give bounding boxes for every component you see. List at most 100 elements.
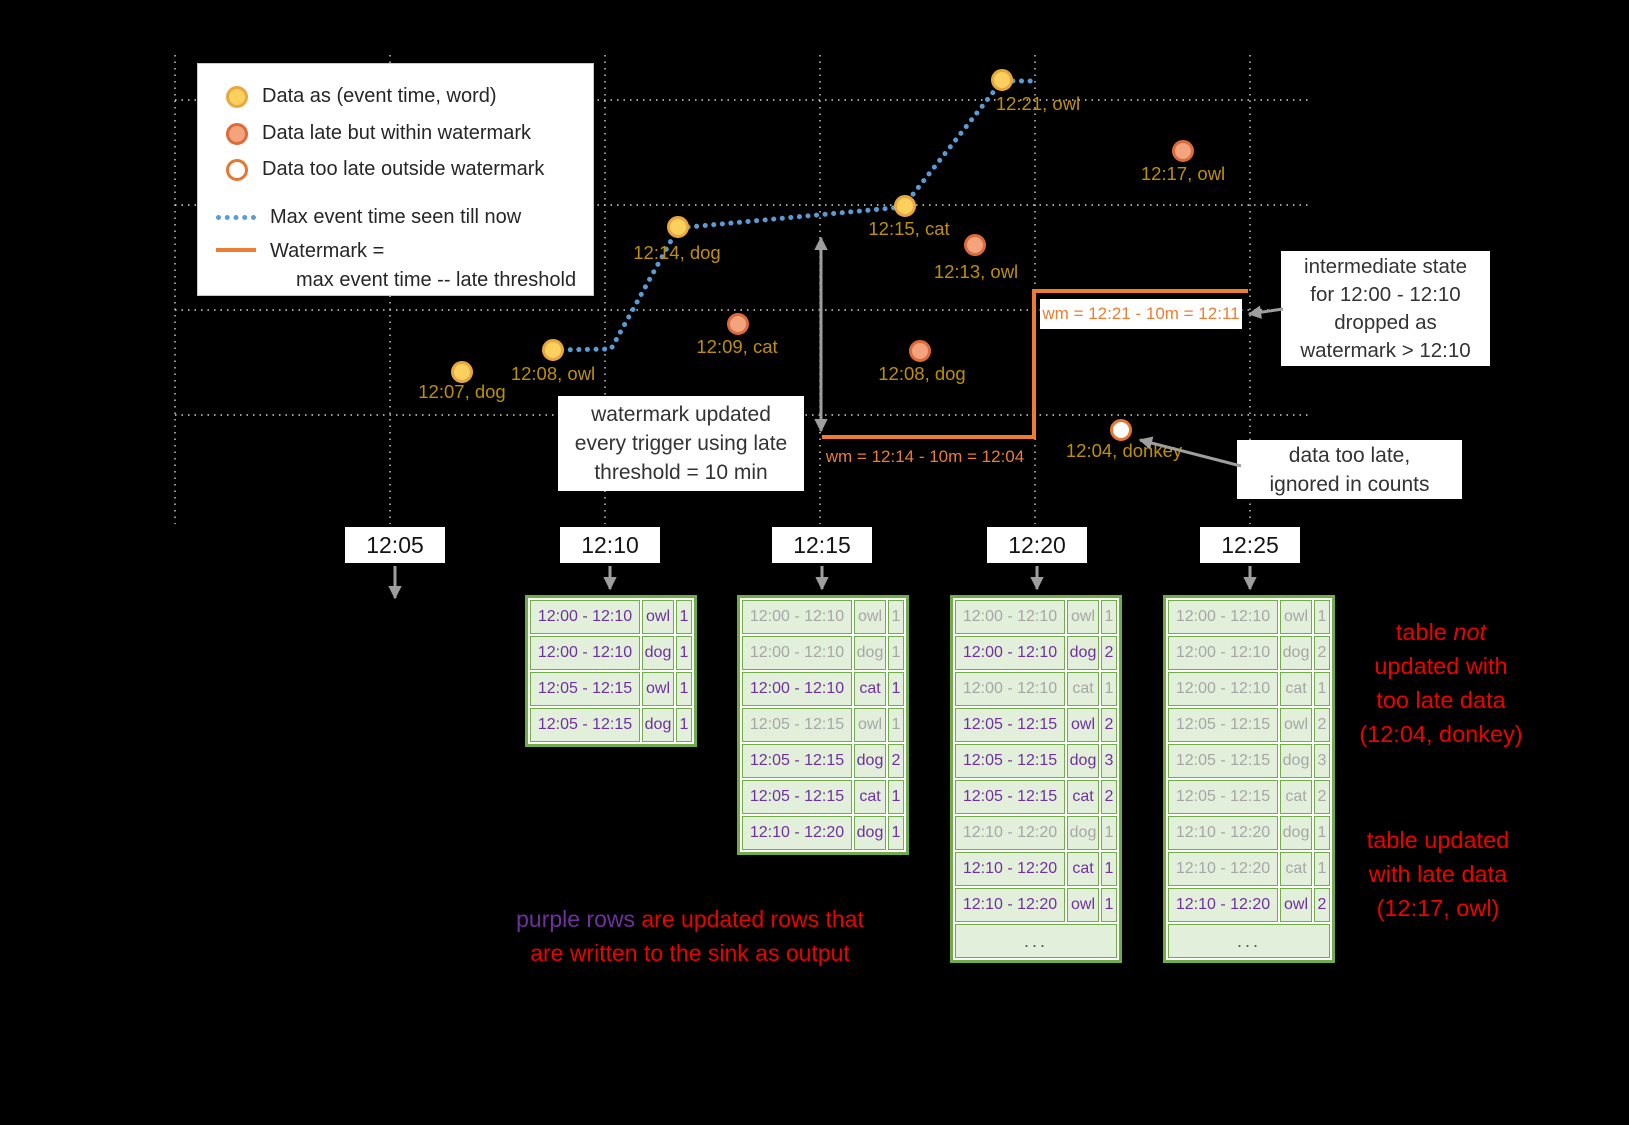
- data-point-ontime: [894, 195, 916, 217]
- cell-window: 12:00 - 12:10: [955, 636, 1065, 670]
- cell-count: 1: [888, 816, 904, 850]
- cell-count: 2: [888, 744, 904, 778]
- note-not-updated-post: updated with too late data (12:04, donke…: [1359, 653, 1523, 747]
- cell-count: 1: [676, 600, 692, 634]
- cell-window: 12:10 - 12:20: [742, 816, 852, 850]
- cell-word: dog: [642, 708, 674, 742]
- cell-word: owl: [1067, 600, 1099, 634]
- cell-count: 1: [888, 672, 904, 706]
- cell-window: 12:05 - 12:15: [955, 708, 1065, 742]
- cell-word: owl: [854, 708, 886, 742]
- cell-count: 1: [676, 672, 692, 706]
- legend: Data as (event time, word) Data late but…: [197, 63, 594, 296]
- cell-count: 1: [1101, 888, 1117, 922]
- too-late-arrow: [1138, 436, 1242, 468]
- data-point-label: 12:13, owl: [933, 261, 1019, 282]
- note-purple-rows-rest: are updated rows that are written to the…: [530, 906, 864, 966]
- cell-window: 12:00 - 12:10: [1168, 600, 1278, 634]
- data-point-toolate: [1110, 419, 1132, 441]
- cell-count: 2: [1314, 888, 1330, 922]
- cell-window: 12:00 - 12:10: [530, 636, 640, 670]
- cell-count: 1: [1101, 600, 1117, 634]
- legend-item-ontime: Data as (event time, word): [226, 85, 497, 108]
- cell-count: 3: [1314, 744, 1330, 778]
- table-row-ellipsis: ...: [955, 924, 1117, 958]
- cell-window: 12:05 - 12:15: [742, 780, 852, 814]
- callout-intermediate-state-text: intermediate state for 12:00 - 12:10 dro…: [1300, 254, 1471, 362]
- cell-count: 1: [676, 708, 692, 742]
- callout-intermediate-state: intermediate state for 12:00 - 12:10 dro…: [1281, 251, 1490, 366]
- cell-word: owl: [1067, 708, 1099, 742]
- note-updated: table updated with late data (12:17, owl…: [1366, 827, 1510, 921]
- cell-word: cat: [854, 672, 886, 706]
- cell-word: cat: [1280, 852, 1312, 886]
- cell-window: 12:00 - 12:10: [742, 636, 852, 670]
- cell-count: 1: [1101, 672, 1117, 706]
- cell-window: 12:10 - 12:20: [955, 852, 1065, 886]
- data-point-late: [964, 234, 986, 256]
- cell-count: 1: [1314, 600, 1330, 634]
- note-not-updated: table not updated with too late data (12…: [1343, 581, 1539, 751]
- cell-word: dog: [854, 816, 886, 850]
- cell-window: 12:05 - 12:15: [742, 744, 852, 778]
- trigger-time-1215: 12:15: [772, 527, 872, 563]
- cell-window: 12:05 - 12:15: [1168, 780, 1278, 814]
- cell-count: 2: [1314, 780, 1330, 814]
- data-point-label: 12:08, owl: [510, 363, 596, 384]
- data-point-label: 12:09, cat: [696, 336, 778, 357]
- cell-word: dog: [854, 744, 886, 778]
- trigger-time-1210: 12:10: [560, 527, 660, 563]
- cell-window: 12:00 - 12:10: [955, 600, 1065, 634]
- trigger-time-1225: 12:25: [1200, 527, 1300, 563]
- cell-word: owl: [1280, 708, 1312, 742]
- cell-count: 3: [1101, 744, 1117, 778]
- data-point-ontime: [451, 361, 473, 383]
- cell-window: 12:00 - 12:10: [530, 600, 640, 634]
- cell-word: dog: [1067, 744, 1099, 778]
- cell-window: 12:00 - 12:10: [742, 600, 852, 634]
- legend-label-max-event: Max event time seen till now: [270, 206, 522, 228]
- cell-word: cat: [1280, 780, 1312, 814]
- cell-word: owl: [1067, 888, 1099, 922]
- note-not-updated-italic: not: [1453, 619, 1487, 645]
- callout-watermark-updated: watermark updated every trigger using la…: [558, 396, 804, 491]
- cell-count: 1: [676, 636, 692, 670]
- cell-word: owl: [642, 600, 674, 634]
- cell-word: dog: [1280, 816, 1312, 850]
- max-event-time-line: [550, 78, 1037, 353]
- legend-watermark-line2: max event time -- late threshold: [296, 269, 577, 291]
- cell-word: dog: [642, 636, 674, 670]
- intermediate-state-arrow: [1247, 305, 1284, 319]
- trigger-time-1205: 12:05: [345, 527, 445, 563]
- cell-window: 12:05 - 12:15: [1168, 708, 1278, 742]
- cell-count: 1: [888, 600, 904, 634]
- cell-word: cat: [1067, 672, 1099, 706]
- legend-label-ontime: Data as (event time, word): [262, 85, 497, 107]
- cell-window: 12:00 - 12:10: [955, 672, 1065, 706]
- toolate-circle-icon: [226, 158, 248, 181]
- data-point-label: 12:07, dog: [418, 381, 506, 402]
- cell-word: dog: [854, 636, 886, 670]
- cell-window: 12:05 - 12:15: [742, 708, 852, 742]
- cell-count: 1: [1101, 852, 1117, 886]
- legend-item-max-event: Max event time seen till now: [216, 206, 521, 229]
- cell-count: 1: [1314, 672, 1330, 706]
- data-point-ontime: [667, 216, 689, 238]
- cell-count: 2: [1101, 780, 1117, 814]
